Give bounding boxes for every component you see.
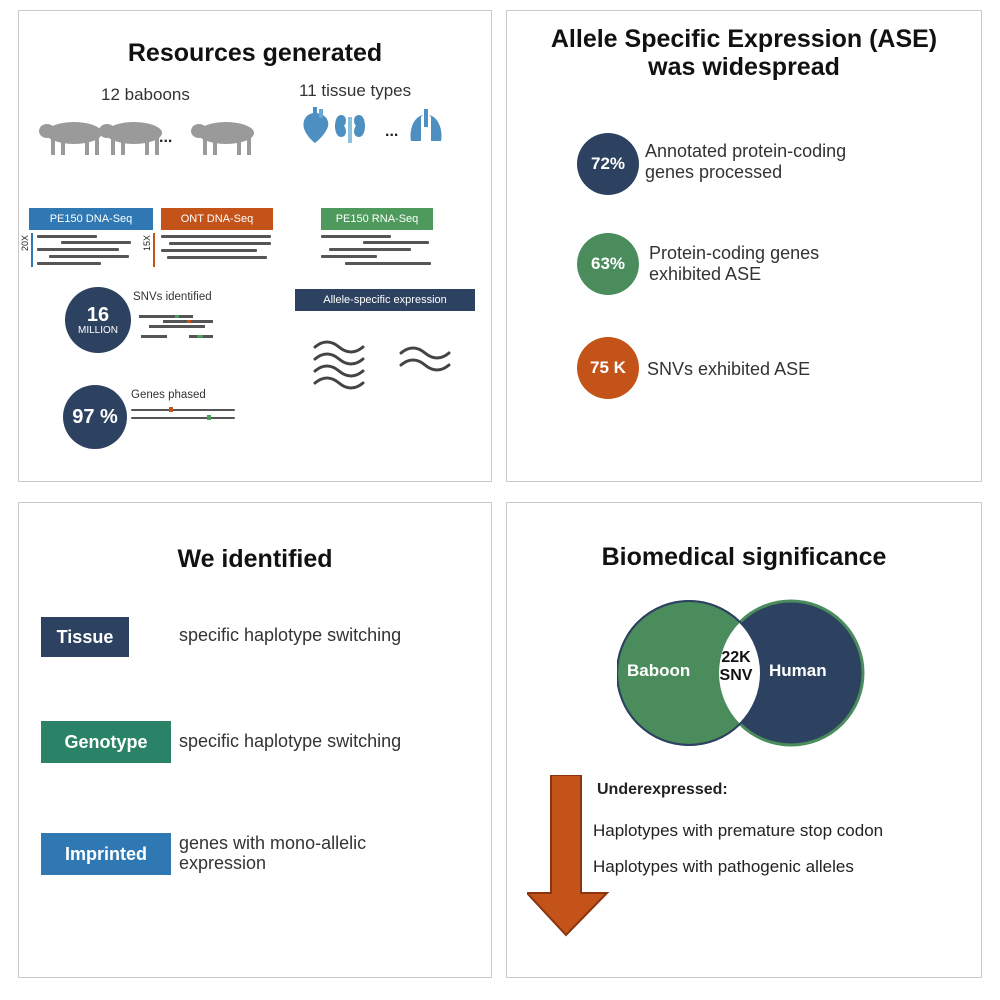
imprinted-description-line2: expression xyxy=(179,853,267,873)
tissues-ellipsis: ... xyxy=(385,123,399,140)
read-line xyxy=(61,241,131,244)
pe150-rna-tag: PE150 RNA-Seq xyxy=(321,208,433,230)
variant-marker xyxy=(207,415,211,420)
read-line xyxy=(49,255,129,258)
stat-text: SNVs exhibited ASE xyxy=(647,359,810,380)
ase-title-line2: was widespread xyxy=(648,53,840,81)
kidney-icon xyxy=(335,115,365,143)
long-read-line xyxy=(161,249,257,252)
stat-circle-protein-coding: 72% xyxy=(577,133,639,195)
rna-wave xyxy=(313,376,365,390)
snv-label: SNVs identified xyxy=(133,291,212,303)
venn-overlap-line2: SNV xyxy=(719,667,753,684)
rna-read-line xyxy=(321,235,391,238)
venn-label-human: Human xyxy=(769,661,827,680)
baboon-icon xyxy=(99,122,162,155)
rna-wave xyxy=(313,352,365,366)
heart-icon xyxy=(303,107,329,143)
ont-coverage-arrow xyxy=(153,233,155,267)
bullet-item: Haplotypes with pathogenic alleles xyxy=(593,857,854,876)
long-read-line xyxy=(169,242,271,245)
stat-text-line1: SNVs exhibited ASE xyxy=(647,359,811,379)
resources-panel: Resources generated 12 baboons 11 tissue… xyxy=(18,10,492,482)
read-line xyxy=(37,248,119,251)
rna-read-line xyxy=(345,262,431,265)
ase-panel: Allele Specific Expression (ASE) was wid… xyxy=(506,10,982,482)
venn-label-baboon: Baboon xyxy=(627,661,691,680)
tissues-label: 11 tissue types xyxy=(299,81,412,100)
rna-waves-illustration xyxy=(313,340,451,390)
tissue-badge: Tissue xyxy=(41,617,129,657)
snv-count-circle: 16 MILLION xyxy=(65,287,131,353)
rna-wave xyxy=(313,340,365,354)
genotype-badge: Genotype xyxy=(41,721,171,763)
pe150-coverage-label: 20X xyxy=(20,235,30,252)
stat-circle-ase-snvs: 75 K xyxy=(577,337,639,399)
pe150-dna-tag: PE150 DNA-Seq xyxy=(29,208,153,230)
biomedical-panel: Biomedical significance Baboon Human 22K… xyxy=(506,502,982,978)
variant-marker xyxy=(169,407,173,412)
haplotype-line xyxy=(131,409,235,411)
rna-wave xyxy=(399,346,451,360)
rna-read-line xyxy=(329,248,411,251)
stat-text-line1: Protein-coding genes xyxy=(649,243,820,263)
stat-value: 72% xyxy=(590,154,626,173)
biomedical-title: Biomedical significance xyxy=(601,543,887,571)
baboon-icon xyxy=(191,122,254,155)
imprinted-description: genes with mono-allelic expression xyxy=(179,833,366,873)
identified-title: We identified xyxy=(177,545,333,573)
read-line xyxy=(37,235,97,238)
tissue-description: specific haplotype switching xyxy=(179,625,402,645)
stat-value: 63% xyxy=(590,254,626,273)
genes-phased-label: Genes phased xyxy=(131,389,206,401)
long-read-line xyxy=(161,235,271,238)
haplotype-line xyxy=(131,417,235,419)
stat-text-line2: genes processed xyxy=(645,162,783,182)
venn-diagram xyxy=(617,599,865,747)
bullet-item: Haplotypes with premature stop codon xyxy=(593,821,884,840)
snv-reads-illustration xyxy=(139,315,213,338)
ont-dna-tag: ONT DNA-Seq xyxy=(161,208,273,230)
venn-overlap-line1: 22K xyxy=(721,649,751,666)
baboons-label: 12 baboons xyxy=(101,85,190,104)
underexpressed-heading: Underexpressed: xyxy=(597,781,728,798)
imprinted-description-line1: genes with mono-allelic xyxy=(179,833,367,853)
baboon-icon xyxy=(39,122,102,155)
genes-phased-circle: 97 % xyxy=(63,385,127,449)
down-arrow-icon xyxy=(527,775,610,937)
snv-count-number: 16 xyxy=(86,303,110,326)
pe150-coverage-arrow xyxy=(31,233,33,267)
ase-title-line1: Allele Specific Expression (ASE) xyxy=(550,25,938,53)
baboons-illustration xyxy=(39,122,254,155)
baboons-ellipsis: ... xyxy=(159,129,173,146)
genes-phased-value: 97 % xyxy=(72,405,118,428)
organs-illustration xyxy=(303,107,442,143)
lung-icon xyxy=(410,109,442,141)
long-read-line xyxy=(167,256,267,259)
stat-text-line1: Annotated protein-coding xyxy=(645,141,847,161)
ont-coverage-label: 15X xyxy=(142,235,152,252)
read-line xyxy=(37,262,101,265)
stat-text: Annotated protein-coding genes processed xyxy=(645,141,846,183)
stat-circle-ase-genes: 63% xyxy=(577,233,639,295)
resources-title: Resources generated xyxy=(127,39,383,67)
stat-text-line2: exhibited ASE xyxy=(649,264,762,284)
venn-overlap-label: 22K SNV xyxy=(711,649,761,685)
stat-value: 75 K xyxy=(590,358,626,377)
stat-text: Protein-coding genes exhibited ASE xyxy=(649,243,819,285)
identified-panel: We identified Tissue specific haplotype … xyxy=(18,502,492,978)
rna-wave xyxy=(399,358,451,372)
genotype-description: specific haplotype switching xyxy=(179,731,402,751)
rna-wave xyxy=(313,364,365,378)
snv-count-unit: MILLION xyxy=(77,324,118,336)
ase-tag: Allele-specific expression xyxy=(295,289,475,311)
rna-read-line xyxy=(363,241,429,244)
imprinted-badge: Imprinted xyxy=(41,833,171,875)
rna-read-line xyxy=(321,255,377,258)
